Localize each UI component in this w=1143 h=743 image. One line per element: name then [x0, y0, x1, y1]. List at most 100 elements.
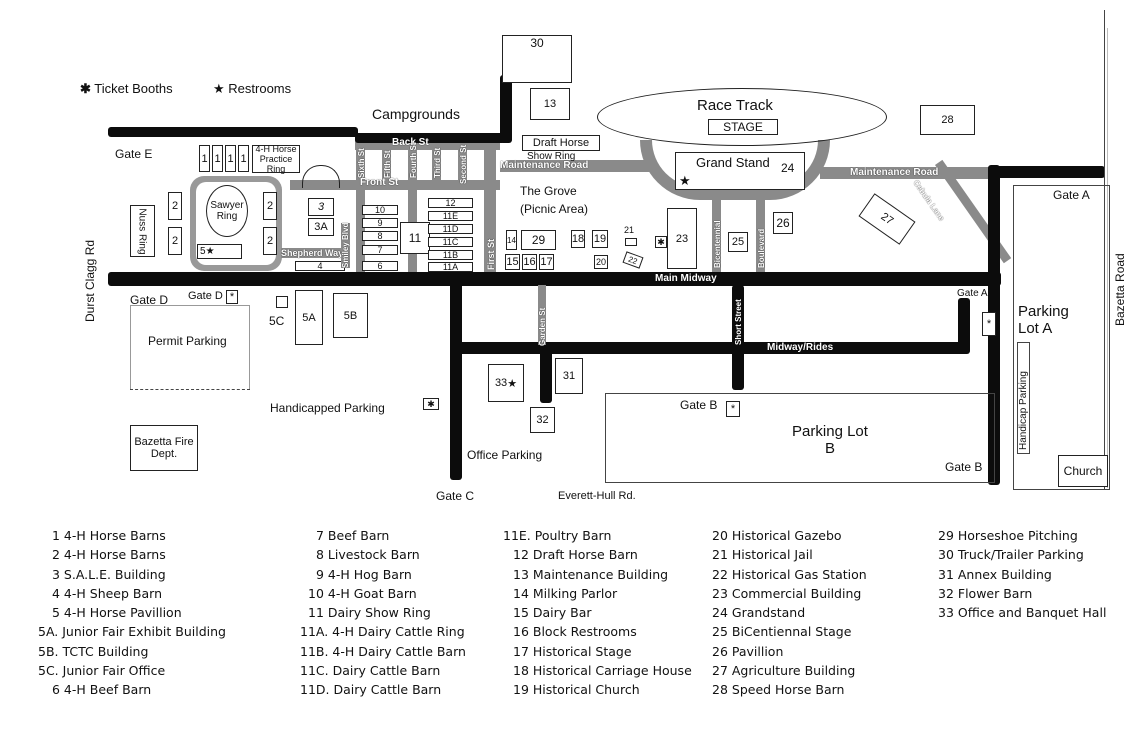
legend-item: 11 Dairy Show Ring: [308, 605, 431, 621]
sixth-street: [356, 140, 365, 275]
building-11[interactable]: 11: [400, 222, 430, 254]
building-5-label: 5: [200, 246, 206, 257]
building-5c-box[interactable]: [276, 296, 288, 308]
building-1[interactable]: 1: [212, 145, 223, 172]
building-11c[interactable]: 11C: [428, 237, 473, 247]
building-6[interactable]: 6: [362, 261, 398, 271]
building-31[interactable]: 31: [555, 358, 583, 394]
sawyer-ring[interactable]: Sawyer Ring: [206, 185, 248, 237]
building-28[interactable]: 28: [920, 105, 975, 135]
building-18[interactable]: 18: [571, 230, 585, 248]
building-2[interactable]: 2: [168, 227, 182, 255]
building-1[interactable]: 1: [238, 145, 249, 172]
restroom-star-icon: ★: [213, 81, 225, 96]
building-26[interactable]: 26: [773, 212, 793, 234]
building-11e[interactable]: 11E: [428, 211, 473, 221]
legend-column-2: 7 Beef Barn 8 Livestock Barn 9 4-H Hog B…: [300, 526, 466, 700]
campgrounds-label: Campgrounds: [372, 106, 460, 122]
sixth-st-label: Sixth St: [357, 148, 366, 178]
north-access-road: [500, 75, 512, 143]
building-25[interactable]: 25: [728, 232, 748, 252]
building-7[interactable]: 7: [362, 245, 398, 255]
building-3a[interactable]: 3A: [308, 218, 334, 236]
restroom-star-icon: ★: [205, 246, 215, 257]
building-1[interactable]: 1: [225, 145, 236, 172]
building-5a[interactable]: 5A: [295, 290, 323, 345]
permit-parking-area: [130, 305, 250, 390]
building-11d[interactable]: 11D: [428, 224, 473, 234]
building-11b[interactable]: 11B: [428, 250, 473, 260]
building-1[interactable]: 1: [199, 145, 210, 172]
restroom-key: ★ Restrooms: [213, 81, 291, 97]
legend-item: 5B. TCTC Building: [38, 643, 149, 659]
building-4[interactable]: 4: [295, 261, 345, 271]
fifth-st-label: Fifth St: [383, 150, 392, 178]
legend-item: 20 Historical Gazebo: [712, 528, 842, 543]
legend-item: 16 Block Restrooms: [513, 624, 637, 640]
building-21-label: 21: [624, 225, 635, 235]
practice-ring[interactable]: 4-H Horse Practice Ring: [252, 144, 300, 174]
building-11a[interactable]: 11A: [428, 262, 473, 272]
show-ring-label: Show Ring: [527, 151, 576, 162]
gate-c-label: Gate C: [436, 489, 475, 503]
building-21[interactable]: [625, 238, 637, 246]
building-20[interactable]: 20: [594, 255, 608, 269]
building-2[interactable]: 2: [168, 192, 182, 220]
legend-item: 25 BiCentiennal Stage: [712, 624, 852, 640]
nuss-ring[interactable]: Nuss Ring: [130, 205, 155, 257]
legend-item: 5C. Junior Fair Office: [38, 663, 166, 679]
gate-c-road: [450, 280, 462, 480]
grove-label: The Grove: [520, 184, 577, 198]
legend-item: 27 Agriculture Building: [712, 663, 856, 679]
building-30[interactable]: 30: [502, 35, 572, 83]
garden-st-south: [540, 345, 552, 403]
gate-a-booth-label: Gate A: [957, 288, 988, 299]
legend-item: 28 Speed Horse Barn: [712, 682, 845, 698]
north-road: [108, 127, 358, 137]
gate-a-label: Gate A: [1053, 188, 1090, 202]
building-17[interactable]: 17: [539, 254, 554, 270]
building-23[interactable]: 23: [667, 208, 697, 269]
legend-item: 11A. 4-H Dairy Cattle Ring: [300, 624, 465, 640]
legend-item: 23 Commercial Building: [712, 585, 862, 601]
ticket-booth-icon: ✱: [423, 398, 439, 410]
legend-item: 21 Historical Jail: [712, 547, 813, 563]
bicentennial-label: Bicentennial: [713, 220, 722, 268]
grand-stand-label: Grand Stand: [696, 155, 770, 170]
building-33[interactable]: 33★: [488, 364, 524, 402]
building-29[interactable]: 29: [521, 230, 556, 250]
back-street: [355, 140, 500, 150]
draft-horse-show-ring[interactable]: Draft Horse: [522, 135, 600, 151]
parking-lot-b: [605, 393, 995, 483]
midway-rides-label: Midway/Rides: [767, 342, 834, 353]
building-5[interactable]: 5★: [197, 244, 242, 259]
building-15[interactable]: 15: [505, 254, 520, 270]
restrooms-label: Restrooms: [228, 81, 292, 96]
building-16[interactable]: 16: [522, 254, 537, 270]
building-33-label: 33: [494, 377, 508, 389]
ticket-booth-icon: ✱: [80, 81, 91, 96]
restroom-star-icon: ★: [507, 377, 518, 390]
building-3[interactable]: 3: [308, 198, 334, 216]
building-12[interactable]: 12: [428, 198, 473, 208]
building-8[interactable]: 8: [362, 231, 398, 241]
building-19[interactable]: 19: [592, 230, 608, 248]
bazetta-fire-dept: Bazetta Fire Dept.: [130, 425, 198, 471]
building-2[interactable]: 2: [263, 192, 277, 220]
building-2[interactable]: 2: [263, 227, 277, 255]
building-10[interactable]: 10: [362, 205, 398, 215]
permit-parking-label: Permit Parking: [148, 334, 227, 348]
picnic-label: (Picnic Area): [520, 202, 589, 216]
building-5b[interactable]: 5B: [333, 293, 368, 338]
building-14[interactable]: 14: [506, 230, 517, 250]
legend-item: 14 Milking Parlor: [513, 585, 618, 601]
building-13[interactable]: 13: [530, 88, 570, 120]
restroom-star-icon: ★: [679, 173, 691, 188]
short-street-road: [732, 285, 744, 390]
building-9[interactable]: 9: [362, 218, 398, 228]
legend-item: 30 Truck/Trailer Parking: [938, 547, 1084, 563]
building-32[interactable]: 32: [530, 407, 555, 433]
first-st-label: First St: [486, 238, 496, 270]
building-5c-label: 5C: [269, 314, 285, 328]
